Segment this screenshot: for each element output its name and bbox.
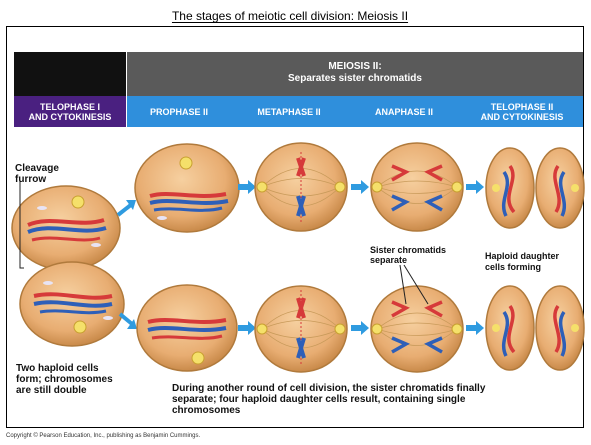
label-line: are still double bbox=[16, 385, 113, 396]
centrosome bbox=[180, 157, 192, 169]
arrow-icon bbox=[466, 321, 484, 335]
cell-division-caption: During another round of cell division, t… bbox=[172, 383, 582, 416]
copyright-notice: Copyright © Pearson Education, Inc., pub… bbox=[6, 433, 200, 439]
label-line: Cleavage bbox=[15, 163, 59, 174]
centrosome bbox=[452, 324, 462, 334]
label-line: Two haploid cells bbox=[16, 363, 113, 374]
haploid-daughter-label: Haploid daughter cells forming bbox=[485, 251, 559, 273]
arrow-icon bbox=[118, 200, 136, 215]
centrosome bbox=[257, 182, 267, 192]
label-line: separate bbox=[370, 255, 446, 265]
centrosome bbox=[571, 324, 579, 332]
centrosome bbox=[492, 184, 500, 192]
centrosome bbox=[452, 182, 462, 192]
centrosome bbox=[335, 182, 345, 192]
arrow-icon bbox=[351, 180, 369, 194]
label-line: Sister chromatids bbox=[370, 245, 446, 255]
arrow-icon bbox=[120, 314, 137, 329]
arrow-icon bbox=[351, 321, 369, 335]
label-line: cells forming bbox=[485, 262, 559, 273]
sister-chromatids-label: Sister chromatids separate bbox=[370, 245, 446, 265]
two-haploid-cells-caption: Two haploid cells form; chromosomes are … bbox=[16, 363, 113, 396]
telophase-ii-cells-top bbox=[486, 148, 584, 228]
centrosome bbox=[257, 324, 267, 334]
centrosome bbox=[372, 324, 382, 334]
centrosome bbox=[335, 324, 345, 334]
prophase-ii-cell-bottom bbox=[137, 285, 237, 371]
arrow-icon bbox=[466, 180, 484, 194]
label-line: Haploid daughter bbox=[485, 251, 559, 262]
telophase-ii-cells-bottom bbox=[486, 286, 584, 370]
cleavage-furrow-label: Cleavage furrow bbox=[15, 163, 59, 185]
label-line: chromosomes bbox=[172, 405, 582, 416]
centrosome bbox=[192, 352, 204, 364]
centrosome bbox=[74, 321, 86, 333]
arrow-icon bbox=[238, 321, 256, 335]
centrosome bbox=[492, 324, 500, 332]
label-line: separate; four haploid daughter cells re… bbox=[172, 394, 582, 405]
label-line: During another round of cell division, t… bbox=[172, 383, 582, 394]
label-line: form; chromosomes bbox=[16, 374, 113, 385]
anaphase-ii-cell-top bbox=[371, 143, 463, 231]
telophase-i-cells bbox=[12, 181, 124, 346]
metaphase-ii-cell-top bbox=[255, 143, 347, 231]
centrosome bbox=[372, 182, 382, 192]
label-line: furrow bbox=[15, 174, 59, 185]
metaphase-ii-cell-bottom bbox=[255, 286, 347, 372]
centrosome bbox=[72, 196, 84, 208]
centrosome bbox=[571, 184, 579, 192]
prophase-ii-cell-top bbox=[135, 144, 239, 232]
anaphase-ii-cell-bottom bbox=[371, 265, 463, 372]
arrow-icon bbox=[238, 180, 256, 194]
